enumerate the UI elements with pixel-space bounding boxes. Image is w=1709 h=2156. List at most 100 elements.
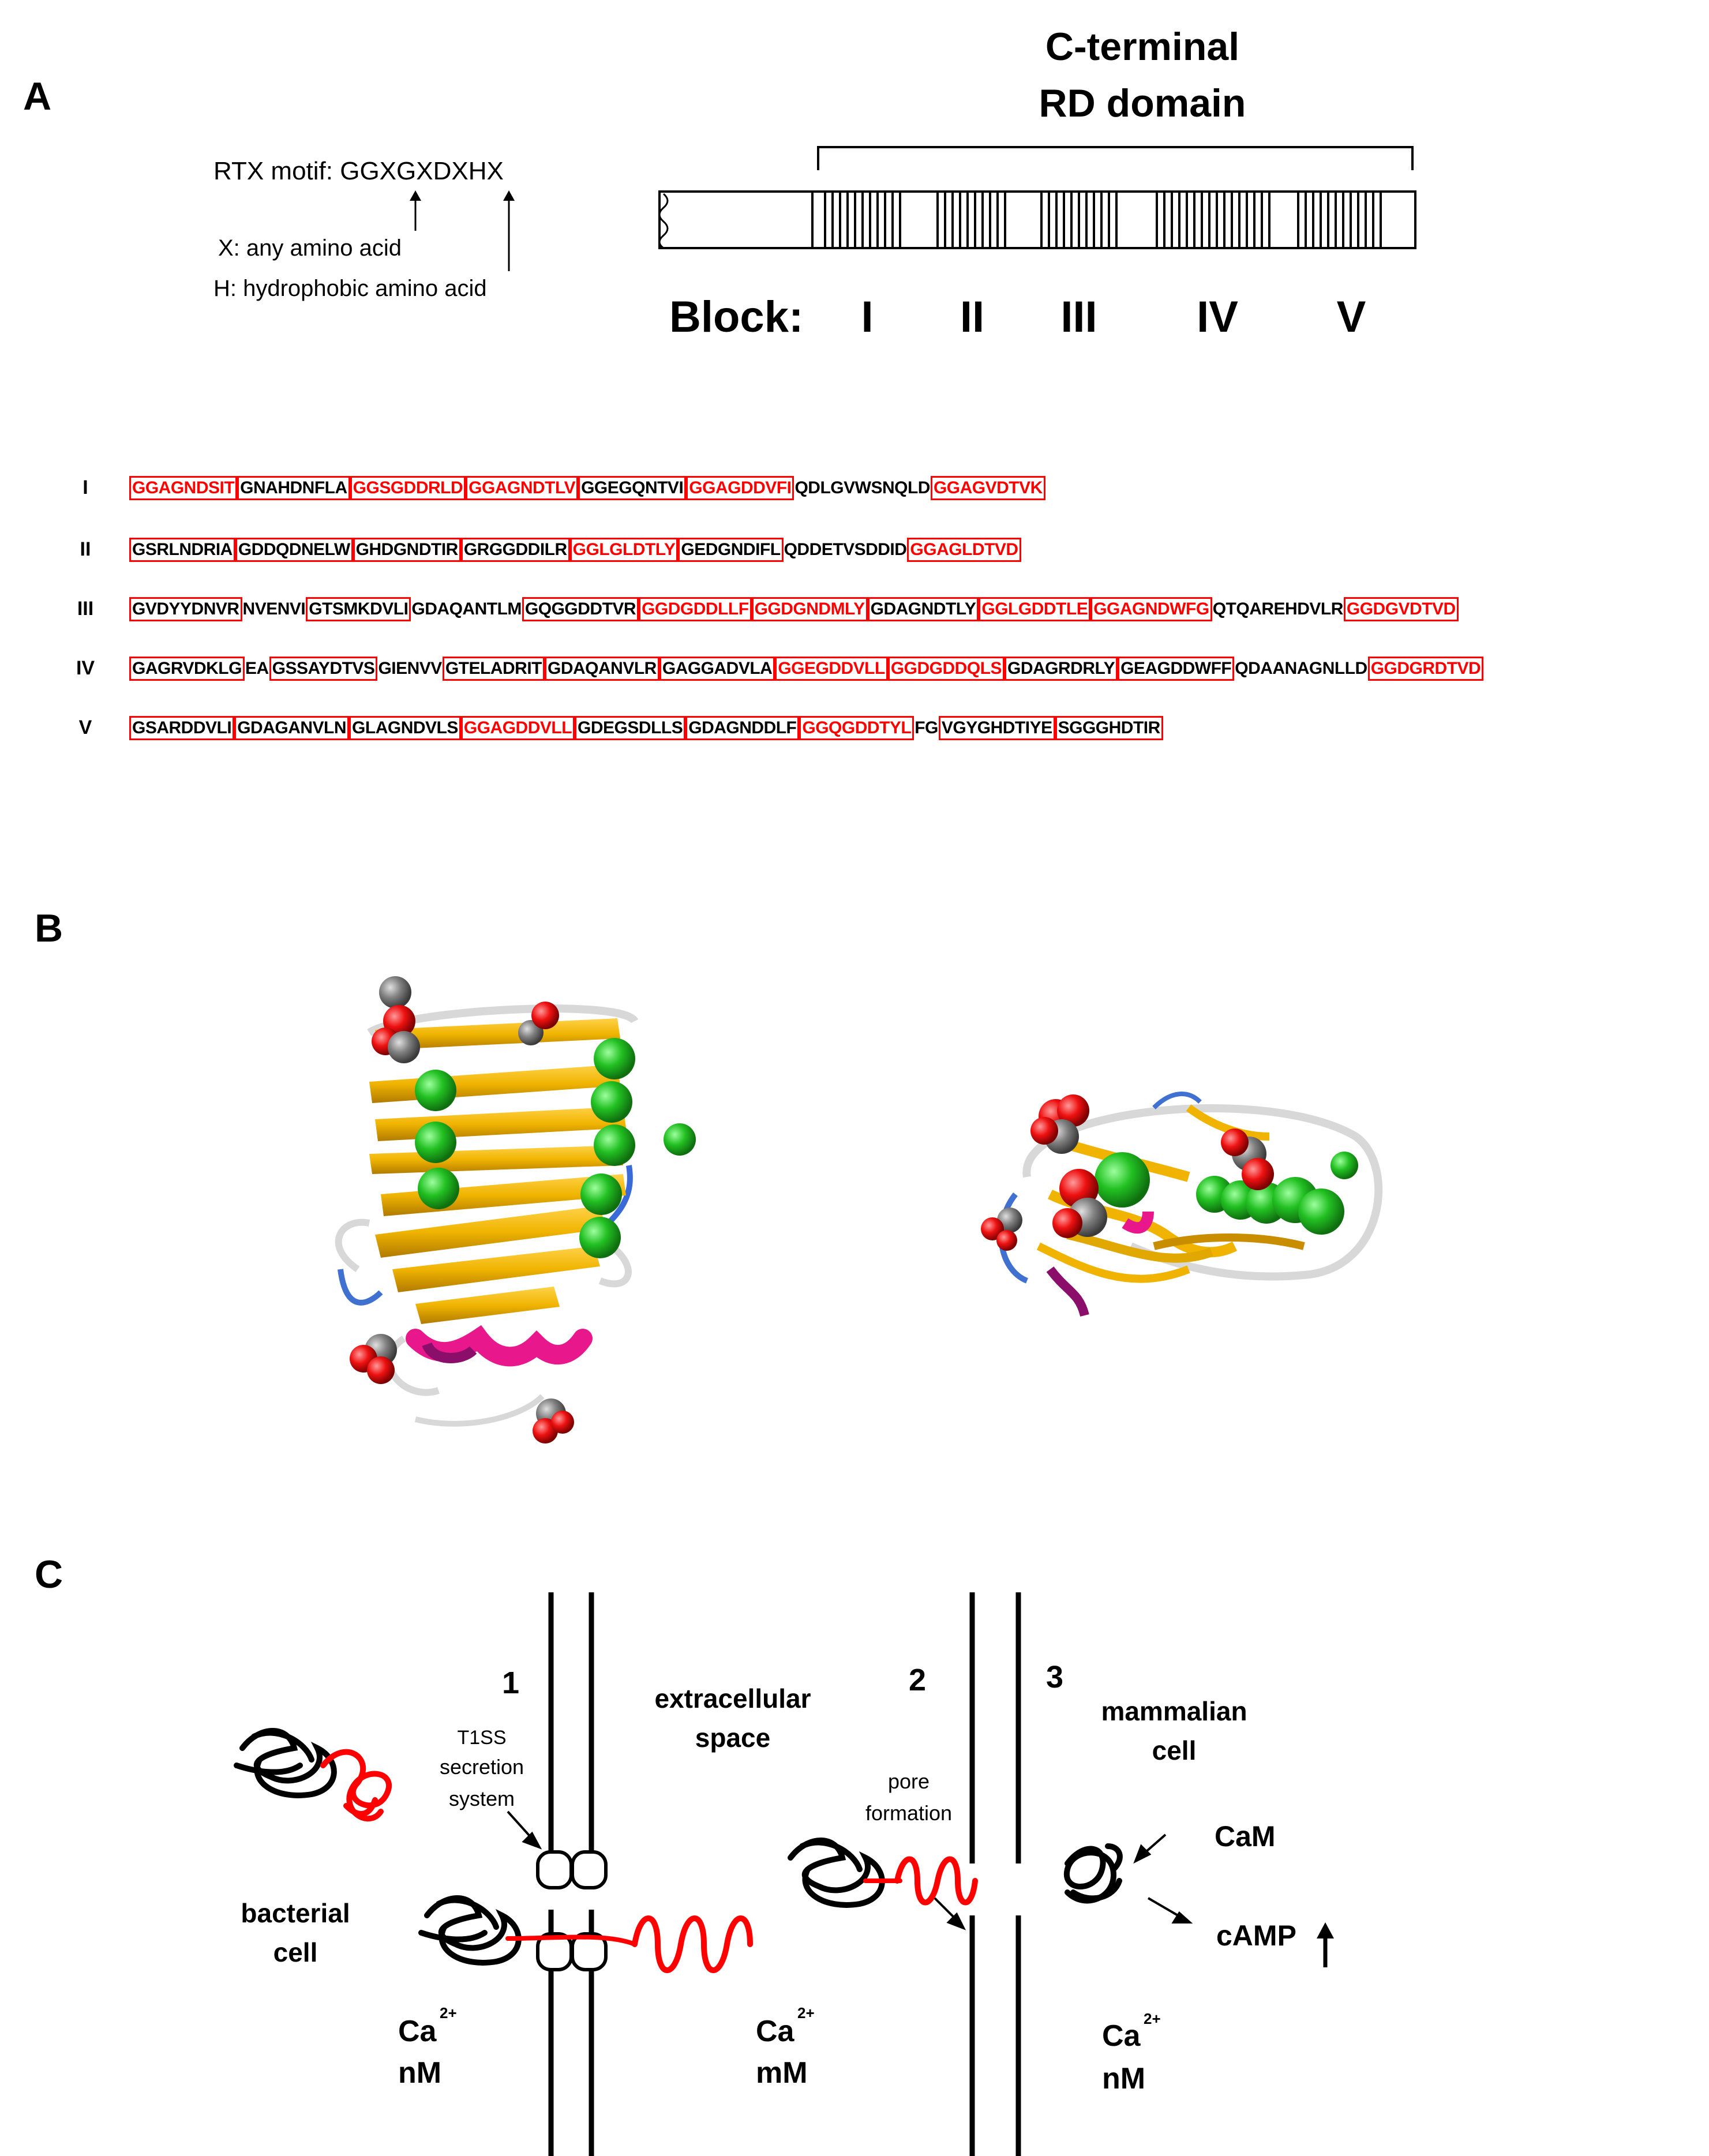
repeat-segment: GDAGANVLN: [234, 716, 350, 740]
pore-label-line1: pore: [888, 1769, 930, 1793]
block-iv-label: IV: [1197, 293, 1238, 342]
block-iii-label: III: [1060, 293, 1097, 342]
block-label: Block:: [669, 293, 803, 342]
concentration-left: nM: [398, 2056, 441, 2090]
linker-segment: NVENVI: [242, 599, 306, 618]
step-1-label: 1: [502, 1666, 519, 1700]
step-2-label: 2: [909, 1663, 926, 1697]
pore-label-line2: formation: [865, 1801, 952, 1825]
calcium-mid: Ca: [756, 2015, 795, 2048]
toxin-in-transit: [418, 1895, 753, 1973]
linker-segment: QDLGVWSNQLD: [794, 478, 930, 497]
increase-arrow-icon: [1317, 1922, 1334, 1967]
block-ii-label: II: [960, 293, 984, 342]
rtx-repeat-motif: GGDGNDMLY: [751, 597, 868, 621]
rtx-repeat-motif: GGEGDDVLL: [775, 657, 888, 681]
repeat-segment: GAGGADVLA: [659, 657, 775, 681]
x-definition: X: any amino acid: [218, 235, 402, 261]
linker-segment: FG: [915, 718, 938, 737]
rd-domain-bracket: [817, 146, 1414, 170]
repeat-segment: GDAGNDDLF: [685, 716, 800, 740]
linker-segment: QDAANAGNLLD: [1235, 659, 1367, 678]
panel-label-b: B: [35, 906, 63, 950]
rd-domain-structures: [335, 976, 1383, 1443]
domain-title-line1: C-terminal: [1045, 25, 1240, 69]
secretion-schematic: 1 2 3 T1SS secretion system extracellula…: [234, 1592, 1334, 2156]
repeat-segment: GTELADRIT: [442, 657, 545, 681]
rtx-motif-label: RTX motif: GGXGXDXHX: [213, 157, 504, 185]
bacterial-label-line1: bacterial: [241, 1898, 350, 1928]
calcium-left-charge: 2+: [440, 2004, 457, 2022]
truncation-squiggle: [658, 193, 669, 249]
calcium-left: Ca: [398, 2015, 437, 2048]
repeat-segment: GVDYYDNVR: [129, 597, 242, 621]
mammalian-label-line1: mammalian: [1101, 1696, 1247, 1726]
repeat-segment: GDAQANVLR: [544, 657, 659, 681]
linker-segment: GDAQANTLM: [411, 599, 522, 618]
repeat-segment: GNAHDNFLA: [237, 476, 350, 500]
linker-segment: QDDETVSDDID: [784, 540, 907, 559]
repeat-segment: GRGGDDILR: [460, 538, 570, 562]
sequence-label-i: I: [83, 477, 88, 498]
rtx-repeat-motif: GGDGDDLLF: [639, 597, 752, 621]
repeat-segment: GSSAYDTVS: [269, 657, 378, 681]
rtx-repeat-motif: GGSGDDRLD: [350, 476, 466, 500]
repeat-segment: GTSMKDVLI: [306, 597, 411, 621]
step-3-label: 3: [1046, 1660, 1063, 1694]
rtx-repeat-motif: GGAGNDTLV: [466, 476, 579, 500]
repeat-segment: GDAGNDTLY: [867, 597, 979, 621]
linker-segment: EA: [245, 659, 269, 678]
t1ss-label-line3: system: [449, 1787, 515, 1810]
mammalian-label-line2: cell: [1152, 1735, 1197, 1765]
rtx-repeat-motif: GGQGDDTYL: [799, 716, 915, 740]
h-definition: H: hydrophobic amino acid: [213, 276, 487, 301]
domain-title-line2: RD domain: [1039, 81, 1246, 125]
extracellular-label-line2: space: [695, 1723, 770, 1753]
concentration-right: nM: [1102, 2062, 1145, 2095]
sequence-label-iii: III: [77, 598, 94, 620]
beta-roll-top-view: [981, 1092, 1383, 1317]
rtx-repeat-motif: GGAGDDVFI: [686, 476, 794, 500]
toxin-at-pore: [788, 1838, 978, 1908]
repeat-segment: GAGRVDKLG: [129, 657, 245, 681]
rtx-repeat-motif: GGAGNDWFG: [1090, 597, 1212, 621]
repeat-segment: GEAGDDWFF: [1118, 657, 1235, 681]
calcium-right: Ca: [1102, 2019, 1141, 2053]
extracellular-label-line1: extracellular: [654, 1683, 811, 1713]
beta-roll-side-view: [335, 976, 696, 1443]
camp-label: cAMP: [1216, 1919, 1296, 1952]
protein-bar: [658, 190, 1416, 249]
repeat-segment: GEDGNDIFL: [678, 538, 784, 562]
sequence-label-iv: IV: [76, 657, 95, 679]
calcium-right-charge: 2+: [1144, 2010, 1161, 2027]
linker-segment: GIENVV: [378, 659, 442, 678]
mammalian-membrane: [969, 1592, 1021, 2156]
t1ss-channel: [536, 1850, 608, 1971]
rtx-repeat-motif: GGLGLDTLY: [569, 538, 679, 562]
cam-label: CaM: [1215, 1820, 1276, 1853]
rtx-repeat-motif: GGDGDDQLS: [887, 657, 1005, 681]
calcium-mid-charge: 2+: [797, 2004, 815, 2022]
repeat-segment: GQGGDDTVR: [522, 597, 639, 621]
t1ss-label-line1: T1SS: [457, 1727, 506, 1749]
toxin-in-bacterium: [234, 1728, 392, 1822]
panel-label-a: A: [23, 74, 52, 118]
rtx-repeat-lines: [824, 192, 1382, 248]
repeat-segment: GDEGSDLLS: [575, 716, 686, 740]
block-i-label: I: [861, 293, 873, 342]
concentration-mid: mM: [756, 2056, 808, 2090]
repeat-segment: GSARDDVLI: [129, 716, 235, 740]
arrows: [507, 1810, 1193, 1930]
rtx-repeat-motif: GGDGVDTVD: [1343, 597, 1459, 621]
repeat-segment: VGYGHDTIYE: [938, 716, 1055, 740]
repeat-segment: GHDGNDTIR: [353, 538, 461, 562]
repeat-segment: GDAGRDRLY: [1005, 657, 1118, 681]
domain-schematic: Block: I II III IV V: [410, 146, 1416, 342]
repeat-segment: GDDQDNELW: [235, 538, 353, 562]
bacterial-label-line2: cell: [273, 1937, 318, 1967]
t1ss-label-line2: secretion: [440, 1755, 524, 1779]
